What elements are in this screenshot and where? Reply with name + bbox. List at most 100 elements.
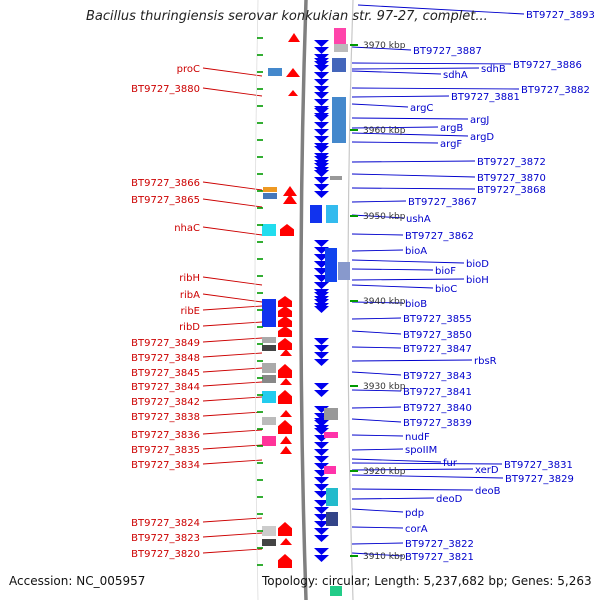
- right-connector: [351, 371, 402, 376]
- reverse-gene-arrow: [314, 92, 329, 99]
- gene-block: [326, 512, 338, 526]
- right-gene-label: BT9727_3841: [403, 387, 472, 398]
- forward-gene-arrow: [288, 33, 300, 42]
- left-connector: [202, 367, 263, 373]
- forward-gene-block: [278, 390, 292, 404]
- right-connector: [351, 67, 480, 70]
- left-connector: [202, 444, 263, 450]
- reverse-gene-arrow: [314, 345, 329, 352]
- right-gene-label: argB: [440, 123, 463, 134]
- right-connector: [351, 95, 450, 98]
- reverse-gene-arrow: [314, 359, 329, 366]
- right-gene-label: BT9727_3872: [477, 157, 546, 168]
- forward-gene-block: [278, 522, 292, 536]
- reverse-gene-arrow: [314, 491, 329, 498]
- gene-block: [262, 436, 276, 446]
- right-gene-label: argF: [440, 139, 462, 150]
- left-gene-label: BT9727_3836: [131, 430, 200, 441]
- gene-block: [268, 68, 282, 76]
- right-connector: [351, 259, 465, 264]
- right-gene-label: ushA: [406, 214, 431, 225]
- right-gene-label: BT9727_3855: [403, 314, 472, 325]
- right-gene-label: BT9727_3847: [403, 344, 472, 355]
- gene-block: [334, 44, 348, 52]
- reverse-gene-arrow: [314, 72, 329, 79]
- left-gene-label: BT9727_3880: [131, 84, 200, 95]
- left-connector: [202, 517, 263, 523]
- gene-block: [332, 58, 346, 72]
- right-gene-label: deoD: [436, 494, 463, 505]
- forward-gene-arrow: [280, 410, 292, 417]
- left-connector: [202, 67, 263, 77]
- backbone-axis: [299, 0, 308, 600]
- left-connector: [202, 276, 263, 286]
- right-gene-label: BT9727_3840: [403, 403, 472, 414]
- right-gene-label: xerD: [475, 465, 499, 476]
- right-connector: [351, 508, 404, 513]
- left-gene-label: BT9727_3838: [131, 412, 200, 423]
- right-gene-label: argC: [410, 103, 433, 114]
- left-connector: [202, 459, 263, 465]
- right-connector: [351, 346, 402, 349]
- forward-gene-block: [278, 420, 292, 434]
- right-gene-label: bioD: [466, 259, 489, 270]
- right-connector: [351, 458, 442, 463]
- forward-gene-arrow: [280, 349, 292, 356]
- scale-label: 3910 kbp: [363, 552, 406, 562]
- reverse-gene-arrow: [314, 528, 329, 535]
- gene-block: [324, 466, 336, 474]
- reverse-gene-arrow: [314, 136, 329, 143]
- gene-block: [338, 262, 350, 280]
- right-connector: [351, 474, 504, 479]
- reverse-gene-arrow: [314, 40, 329, 47]
- reverse-gene-arrow: [314, 79, 329, 86]
- left-connector: [202, 396, 263, 402]
- gene-block: [330, 176, 342, 180]
- forward-gene-block: [278, 306, 292, 317]
- right-connector: [351, 103, 409, 108]
- reverse-gene-arrow: [314, 514, 329, 521]
- forward-gene-block: [278, 364, 292, 378]
- right-gene-label: BT9727_3850: [403, 330, 472, 341]
- right-connector: [351, 317, 402, 320]
- left-connector: [202, 181, 263, 191]
- gene-block: [262, 526, 276, 536]
- forward-gene-block: [278, 326, 292, 337]
- reverse-gene-arrow: [314, 122, 329, 129]
- right-gene-label: bioF: [435, 266, 456, 277]
- right-connector: [351, 448, 404, 451]
- reverse-gene-arrow: [314, 555, 329, 562]
- forward-gene-arrow: [280, 436, 292, 444]
- right-connector: [351, 359, 473, 362]
- reverse-gene-arrow: [314, 406, 329, 413]
- gene-block: [310, 205, 322, 223]
- right-gene-label: deoB: [475, 486, 501, 497]
- reverse-gene-arrow: [314, 65, 329, 72]
- right-connector: [351, 488, 474, 491]
- reverse-gene-arrow: [314, 456, 329, 463]
- reverse-gene-arrow: [314, 129, 329, 136]
- right-gene-label: BT9727_3831: [504, 460, 573, 471]
- reverse-gene-arrow: [314, 184, 329, 191]
- left-gene-label: BT9727_3835: [131, 445, 200, 456]
- left-gene-label: BT9727_3844: [131, 382, 200, 393]
- right-connector: [351, 462, 503, 465]
- right-gene-label: argD: [470, 132, 494, 143]
- scale-label: 3940 kbp: [363, 297, 406, 307]
- right-connector: [351, 46, 412, 51]
- right-gene-label: BT9727_3839: [403, 418, 472, 429]
- left-gene-label: BT9727_3865: [131, 195, 200, 206]
- gene-block: [324, 432, 338, 438]
- forward-gene-block: [278, 316, 292, 327]
- gene-block: [326, 488, 338, 506]
- right-connector: [351, 301, 404, 304]
- reverse-gene-arrow: [314, 383, 329, 390]
- left-connector: [202, 352, 263, 358]
- reverse-gene-arrow: [314, 177, 329, 184]
- gene-block: [262, 337, 276, 343]
- right-gene-label: spoIIM: [405, 445, 437, 456]
- right-connector: [351, 117, 469, 120]
- scale-label: 3950 kbp: [363, 212, 406, 222]
- right-connector: [351, 406, 402, 409]
